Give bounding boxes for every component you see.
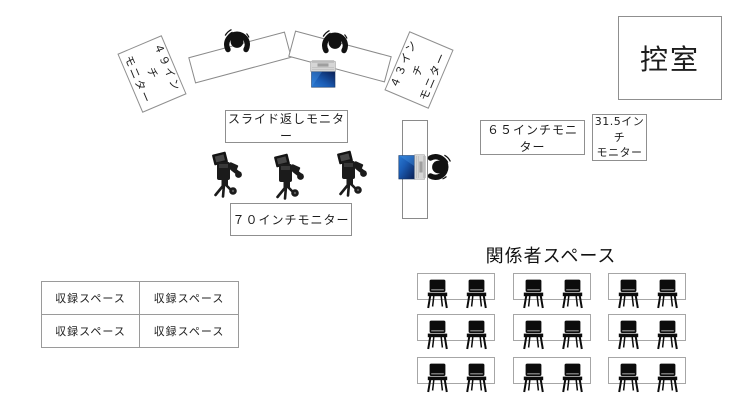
laptop-icon (398, 153, 426, 181)
waiting-room-label: 控室 (639, 43, 700, 76)
audience-table (513, 357, 591, 384)
chair-icon (618, 363, 639, 393)
audience-table (513, 273, 591, 300)
audience-table (608, 357, 686, 384)
chair-icon (427, 320, 448, 350)
monitor-31-5-box: 31.5インチ モニター (592, 114, 647, 161)
chair-icon (466, 279, 487, 309)
recording-space-cell: 収録スペース (140, 282, 238, 315)
chair-icon (427, 363, 448, 393)
audience-table (417, 273, 495, 300)
video-camera-icon (273, 152, 307, 200)
chair-icon (562, 320, 583, 350)
audience-table (608, 314, 686, 341)
monitor-31-5-label: 31.5インチ モニター (594, 114, 645, 160)
recording-space-cell: 収録スペース (42, 314, 140, 347)
monitor-65-box: ６５インチモニター (480, 120, 585, 155)
chair-icon (657, 279, 678, 309)
chair-icon (562, 363, 583, 393)
chair-icon (523, 363, 544, 393)
monitor-43-label-box: ４３インチ モニター (384, 31, 454, 109)
video-camera-icon (211, 150, 245, 198)
person-headset-icon (423, 152, 453, 182)
monitor-49-label: ４９インチ モニター (121, 41, 184, 107)
chair-icon (427, 279, 448, 309)
audience-table (417, 314, 495, 341)
chair-icon (523, 320, 544, 350)
laptop-icon (309, 60, 337, 88)
slide-return-monitor-box: スライド返しモニター (225, 110, 348, 143)
slide-return-monitor-label: スライド返しモニター (227, 111, 345, 143)
audience-table (513, 314, 591, 341)
chair-icon (657, 363, 678, 393)
monitor-49-label-box: ４９インチ モニター (117, 35, 187, 113)
chair-icon (618, 320, 639, 350)
monitor-65-label: ６５インチモニター (486, 122, 578, 154)
monitor-43-label: ４３インチ モニター (387, 37, 450, 103)
audience-table (608, 273, 686, 300)
seating-area-title: 関係者スペース (485, 246, 617, 267)
monitor-70-box: ７０インチモニター (230, 203, 352, 236)
recording-space-grid: 収録スペース 収録スペース 収録スペース 収録スペース (41, 281, 239, 348)
chair-icon (562, 279, 583, 309)
person-headset-icon (320, 28, 350, 58)
chair-icon (523, 279, 544, 309)
monitor-70-label: ７０インチモニター (232, 213, 350, 227)
recording-space-cell: 収録スペース (42, 282, 140, 315)
recording-space-cell: 収録スペース (153, 324, 225, 338)
chair-icon (657, 320, 678, 350)
video-camera-icon (336, 149, 370, 197)
chair-icon (466, 363, 487, 393)
audience-table (417, 357, 495, 384)
waiting-room-box: 控室 (618, 16, 722, 100)
person-headset-icon (222, 27, 252, 57)
chair-icon (466, 320, 487, 350)
chair-icon (618, 279, 639, 309)
